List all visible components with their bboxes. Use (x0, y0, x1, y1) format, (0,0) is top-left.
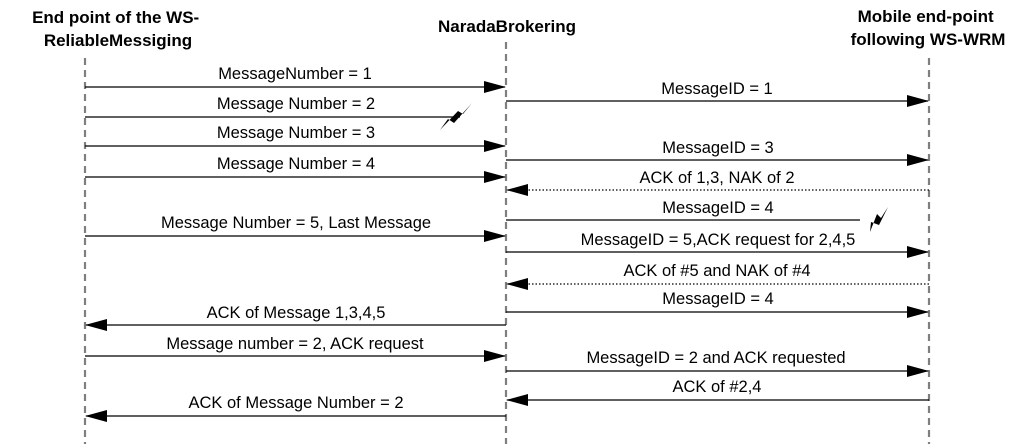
message-16: ACK of #2,4 (506, 378, 929, 406)
message-3: Message Number = 2 (85, 95, 460, 118)
message-label: MessageNumber = 1 (218, 65, 372, 83)
messages: MessageNumber = 1 MessageID = 1 Message … (85, 65, 929, 422)
message-label: ACK of Message 1,3,4,5 (207, 304, 386, 322)
participant-ws-reliable-endpoint-line1: End point of the WS- (32, 8, 199, 27)
message-4: Message Number = 3 (85, 124, 506, 152)
message-label: Message number = 2, ACK request (166, 335, 424, 353)
message-label: MessageID = 4 (662, 199, 773, 217)
participant-ws-reliable-endpoint-line2: ReliableMessiging (44, 31, 192, 50)
message-label: Message Number = 5, Last Message (161, 214, 431, 232)
message-15: MessageID = 2 and ACK requested (506, 349, 929, 377)
message-13: ACK of Message 1,3,4,5 (85, 304, 506, 331)
lifelines (83, 42, 931, 444)
participant-mobile-endpoint-line2: following WS-WRM (851, 30, 1006, 49)
message-label: ACK of #5 and NAK of #4 (623, 262, 810, 280)
message-label: MessageID = 1 (661, 80, 772, 98)
message-label: ACK of #2,4 (673, 378, 762, 396)
lightning-bolt-icon (440, 103, 472, 130)
message-label: MessageID = 4 (662, 290, 773, 308)
message-12: MessageID = 4 (506, 290, 929, 318)
participant-mobile-endpoint-line1: Mobile end-point (858, 7, 994, 26)
message-7: ACK of 1,3, NAK of 2 (506, 169, 929, 196)
message-label: ACK of Message Number = 2 (188, 394, 403, 412)
message-5: MessageID = 3 (506, 139, 929, 166)
lost-message-markers (440, 103, 888, 232)
message-1: MessageNumber = 1 (85, 65, 506, 93)
participant-naradabrokering-label: NaradaBrokering (438, 17, 576, 36)
message-label: Message Number = 3 (217, 124, 375, 142)
message-label: ACK of 1,3, NAK of 2 (640, 169, 795, 187)
participant-ws-reliable-endpoint-label: End point of the WS- ReliableMessiging (32, 8, 204, 50)
message-2: MessageID = 1 (506, 80, 929, 107)
message-11: ACK of #5 and NAK of #4 (506, 262, 929, 290)
message-label: MessageID = 5,ACK request for 2,4,5 (581, 231, 856, 249)
participant-headers: End point of the WS- ReliableMessiging N… (32, 7, 1005, 50)
message-label: Message Number = 4 (217, 155, 375, 173)
message-9: Message Number = 5, Last Message (85, 214, 506, 242)
message-17: ACK of Message Number = 2 (85, 394, 506, 422)
message-label: Message Number = 2 (217, 95, 375, 113)
message-label: MessageID = 2 and ACK requested (586, 349, 845, 367)
message-8: MessageID = 4 (506, 199, 860, 221)
message-label: MessageID = 3 (662, 139, 773, 157)
participant-mobile-endpoint-label: Mobile end-point following WS-WRM (851, 7, 1006, 49)
message-6: Message Number = 4 (85, 155, 506, 183)
participant-naradabrokering-line1: NaradaBrokering (438, 17, 576, 36)
message-14: Message number = 2, ACK request (85, 335, 506, 362)
lightning-bolt-icon (870, 207, 888, 232)
message-10: MessageID = 5,ACK request for 2,4,5 (506, 231, 929, 258)
